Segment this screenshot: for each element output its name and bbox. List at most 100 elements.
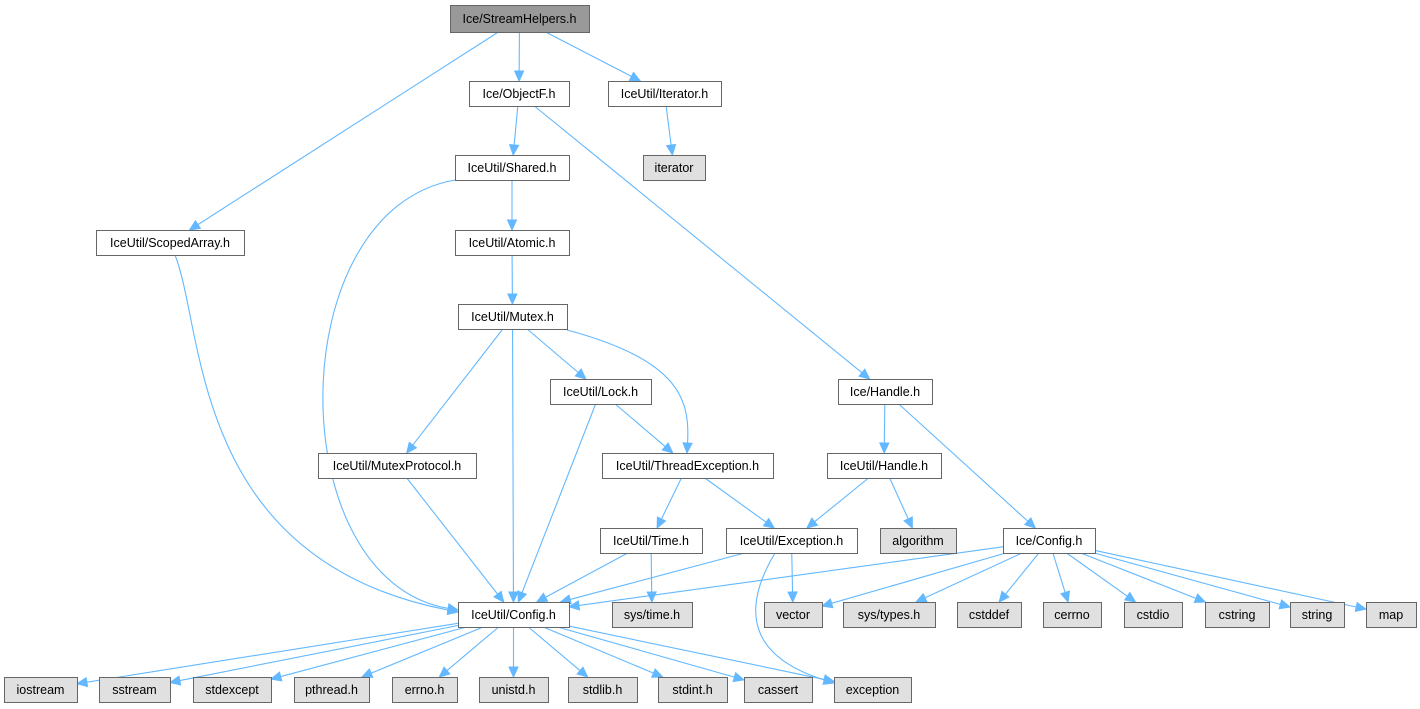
edge-mutex-to-threadexception-line <box>566 329 689 444</box>
edge-mutex-to-lock <box>526 328 587 380</box>
node-mutexprotocol[interactable]: IceUtil/MutexProtocol.h <box>318 453 477 479</box>
node-lock[interactable]: IceUtil/Lock.h <box>550 379 652 405</box>
node-label: IceUtil/Atomic.h <box>469 236 556 250</box>
edge-iceutilconfig-to-stdexcept <box>269 626 467 682</box>
edge-time-to-iceutilconfig-line <box>545 552 629 598</box>
node-threadexception[interactable]: IceUtil/ThreadException.h <box>602 453 774 479</box>
edge-lock-to-iceutilconfig-arrowhead <box>517 590 528 604</box>
node-box <box>4 677 78 703</box>
node-box <box>838 379 933 405</box>
node-label: IceUtil/Iterator.h <box>621 87 709 101</box>
node-mutex[interactable]: IceUtil/Mutex.h <box>458 304 568 330</box>
node-scopedarray[interactable]: IceUtil/ScopedArray.h <box>96 230 245 256</box>
node-label: IceUtil/Time.h <box>613 534 689 548</box>
node-exception[interactable]: exception <box>834 677 912 703</box>
edge-mutex-to-threadexception <box>566 329 693 455</box>
edge-mutex-to-iceutilconfig-line <box>511 328 514 593</box>
edge-mutexprotocol-to-iceutilconfig-line <box>406 477 499 595</box>
edge-iceconfig-to-string <box>1094 552 1292 610</box>
node-iceconfig[interactable]: Ice/Config.h <box>1003 528 1096 554</box>
node-label: Ice/ObjectF.h <box>483 87 556 101</box>
edge-iceconfig-to-systypes <box>914 552 1023 603</box>
edge-scopedarray-to-iceutilconfig <box>174 254 460 616</box>
node-label: IceUtil/Config.h <box>471 608 556 622</box>
edge-mutex-to-lock-line <box>526 328 579 373</box>
edge-lock-to-iceutilconfig <box>517 403 597 604</box>
edge-iceutilconfig-to-iostream-line <box>86 622 459 683</box>
edge-iceconfig-to-cerrno-line <box>1052 552 1066 593</box>
edge-icehandle-to-iceconfig <box>898 403 1037 529</box>
node-label: IceUtil/ScopedArray.h <box>110 236 230 250</box>
node-box <box>643 155 706 181</box>
node-cstdio[interactable]: cstdio <box>1124 602 1183 628</box>
node-iteratorh[interactable]: IceUtil/Iterator.h <box>608 81 722 107</box>
edge-streamhelpers-to-iteratorh-line <box>545 31 632 77</box>
edge-iceconfig-to-string-arrowhead <box>1278 599 1292 610</box>
edge-iteratorh-to-iterator-line <box>665 105 672 146</box>
node-map[interactable]: map <box>1366 602 1417 628</box>
node-iostream[interactable]: iostream <box>4 677 78 703</box>
node-cstddef[interactable]: cstddef <box>957 602 1022 628</box>
node-cassert[interactable]: cassert <box>744 677 813 703</box>
node-box <box>726 528 858 554</box>
node-box <box>550 379 652 405</box>
edge-iceconfig-to-cstring <box>1080 552 1207 604</box>
node-label: cstring <box>1219 608 1256 622</box>
node-time[interactable]: IceUtil/Time.h <box>600 528 703 554</box>
node-label: IceUtil/Lock.h <box>563 385 638 399</box>
node-iceutilhandle[interactable]: IceUtil/Handle.h <box>827 453 942 479</box>
edge-iceutilconfig-to-cassert-arrowhead <box>732 671 746 683</box>
node-icehandle[interactable]: Ice/Handle.h <box>838 379 933 405</box>
node-sstream[interactable]: sstream <box>99 677 171 703</box>
node-systime[interactable]: sys/time.h <box>612 602 693 628</box>
edge-time-to-systime-line <box>650 552 653 593</box>
node-box <box>455 230 570 256</box>
node-label: sys/time.h <box>624 608 680 622</box>
node-atomic[interactable]: IceUtil/Atomic.h <box>455 230 570 256</box>
node-objectf[interactable]: Ice/ObjectF.h <box>469 81 570 107</box>
node-iterator[interactable]: iterator <box>643 155 706 181</box>
node-streamhelpers[interactable]: Ice/StreamHelpers.h <box>450 5 590 33</box>
node-shared[interactable]: IceUtil/Shared.h <box>455 155 570 181</box>
edge-iceutilhandle-to-exceptionh <box>805 477 869 529</box>
node-pthread[interactable]: pthread.h <box>294 677 370 703</box>
edge-iceutilconfig-to-stdlib-line <box>527 626 581 671</box>
node-label: unistd.h <box>492 683 536 697</box>
edge-icehandle-to-iceutilhandle-line <box>883 403 886 444</box>
node-box <box>455 155 570 181</box>
node-systypes[interactable]: sys/types.h <box>843 602 936 628</box>
edge-time-to-iceutilconfig-arrowhead <box>535 592 549 603</box>
node-label: IceUtil/MutexProtocol.h <box>333 459 462 473</box>
edge-iceutilconfig-to-errno <box>438 626 500 678</box>
node-box <box>96 230 245 256</box>
node-unistd[interactable]: unistd.h <box>479 677 549 703</box>
node-vector[interactable]: vector <box>764 602 823 628</box>
node-label: stdlib.h <box>583 683 623 697</box>
node-cerrno[interactable]: cerrno <box>1043 602 1102 628</box>
node-stdlib[interactable]: stdlib.h <box>568 677 638 703</box>
node-stdint[interactable]: stdint.h <box>658 677 728 703</box>
node-string[interactable]: string <box>1290 602 1345 628</box>
node-iceutilconfig[interactable]: IceUtil/Config.h <box>458 602 570 628</box>
edge-objectf-to-icehandle-arrowhead <box>858 368 871 380</box>
edge-icehandle-to-iceconfig-line <box>898 403 1029 522</box>
node-box <box>843 602 936 628</box>
edge-iceutilhandle-to-exceptionh-line <box>814 477 869 523</box>
node-cstring[interactable]: cstring <box>1205 602 1270 628</box>
edges-layer <box>75 31 1368 688</box>
edge-iceconfig-to-cstring-line <box>1080 552 1197 599</box>
node-stdexcept[interactable]: stdexcept <box>193 677 272 703</box>
node-box <box>294 677 370 703</box>
node-label: errno.h <box>405 683 445 697</box>
node-box <box>880 528 957 554</box>
edge-iceconfig-to-vector <box>820 552 1006 609</box>
edge-icehandle-to-iceutilhandle <box>879 403 890 455</box>
node-exceptionh[interactable]: IceUtil/Exception.h <box>726 528 858 554</box>
edge-iceconfig-to-cstdio-arrowhead <box>1123 591 1137 603</box>
node-box <box>744 677 813 703</box>
node-errno[interactable]: errno.h <box>392 677 458 703</box>
edge-iceutilconfig-to-sstream-arrowhead <box>168 675 182 686</box>
node-box <box>193 677 272 703</box>
node-algorithm[interactable]: algorithm <box>880 528 957 554</box>
node-label: stdint.h <box>672 683 712 697</box>
